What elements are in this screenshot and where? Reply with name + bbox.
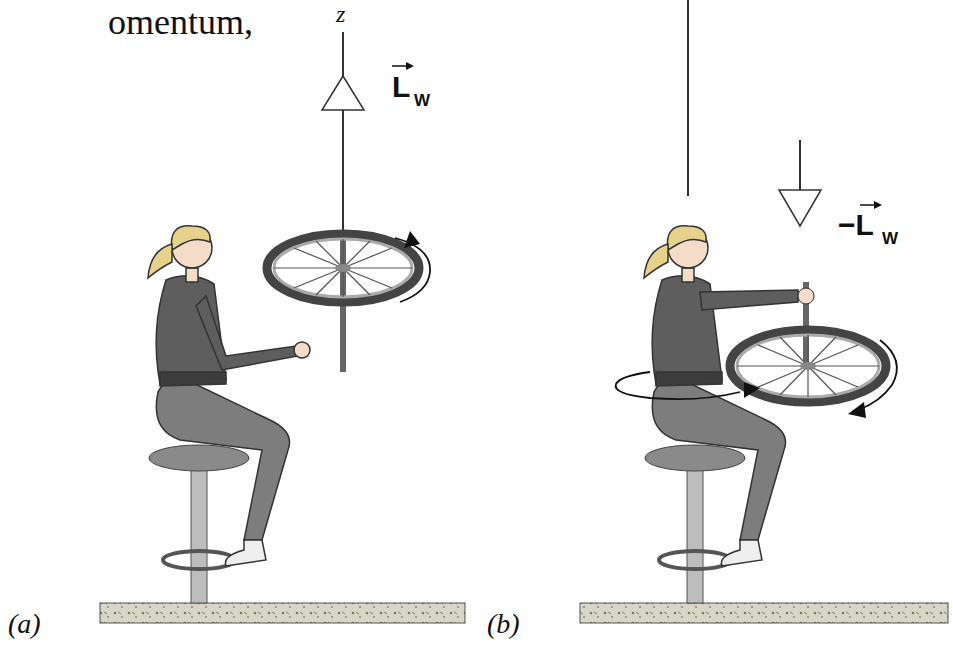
vector-subscript: W <box>414 92 430 109</box>
stool <box>149 445 249 603</box>
rotation-arrow <box>395 238 430 302</box>
panel-label: (a) <box>8 610 41 638</box>
axis-label: z <box>336 2 345 26</box>
panel-label: (b) <box>487 610 520 638</box>
vector-arrow <box>860 204 880 206</box>
ground <box>580 603 948 623</box>
bicycle-wheel <box>730 282 886 402</box>
vector-label: −L <box>838 210 874 240</box>
vector-label: L <box>392 72 410 102</box>
z-axis <box>322 32 364 372</box>
stool <box>645 445 745 603</box>
vector-symbol <box>779 140 821 226</box>
vector-arrow <box>392 65 412 67</box>
z-axis <box>687 0 689 196</box>
cut-off-text: omentum, <box>108 4 253 40</box>
ground <box>100 603 465 623</box>
bicycle-wheel <box>267 234 419 372</box>
vector-subscript: W <box>882 230 898 247</box>
woman <box>148 226 310 566</box>
rotation-arrow-head <box>744 382 760 398</box>
rotation-arrow-head <box>404 231 420 248</box>
rotation-arrow <box>616 372 740 399</box>
rotation-arrow-head <box>848 402 866 418</box>
rotation-arrow <box>858 340 897 410</box>
